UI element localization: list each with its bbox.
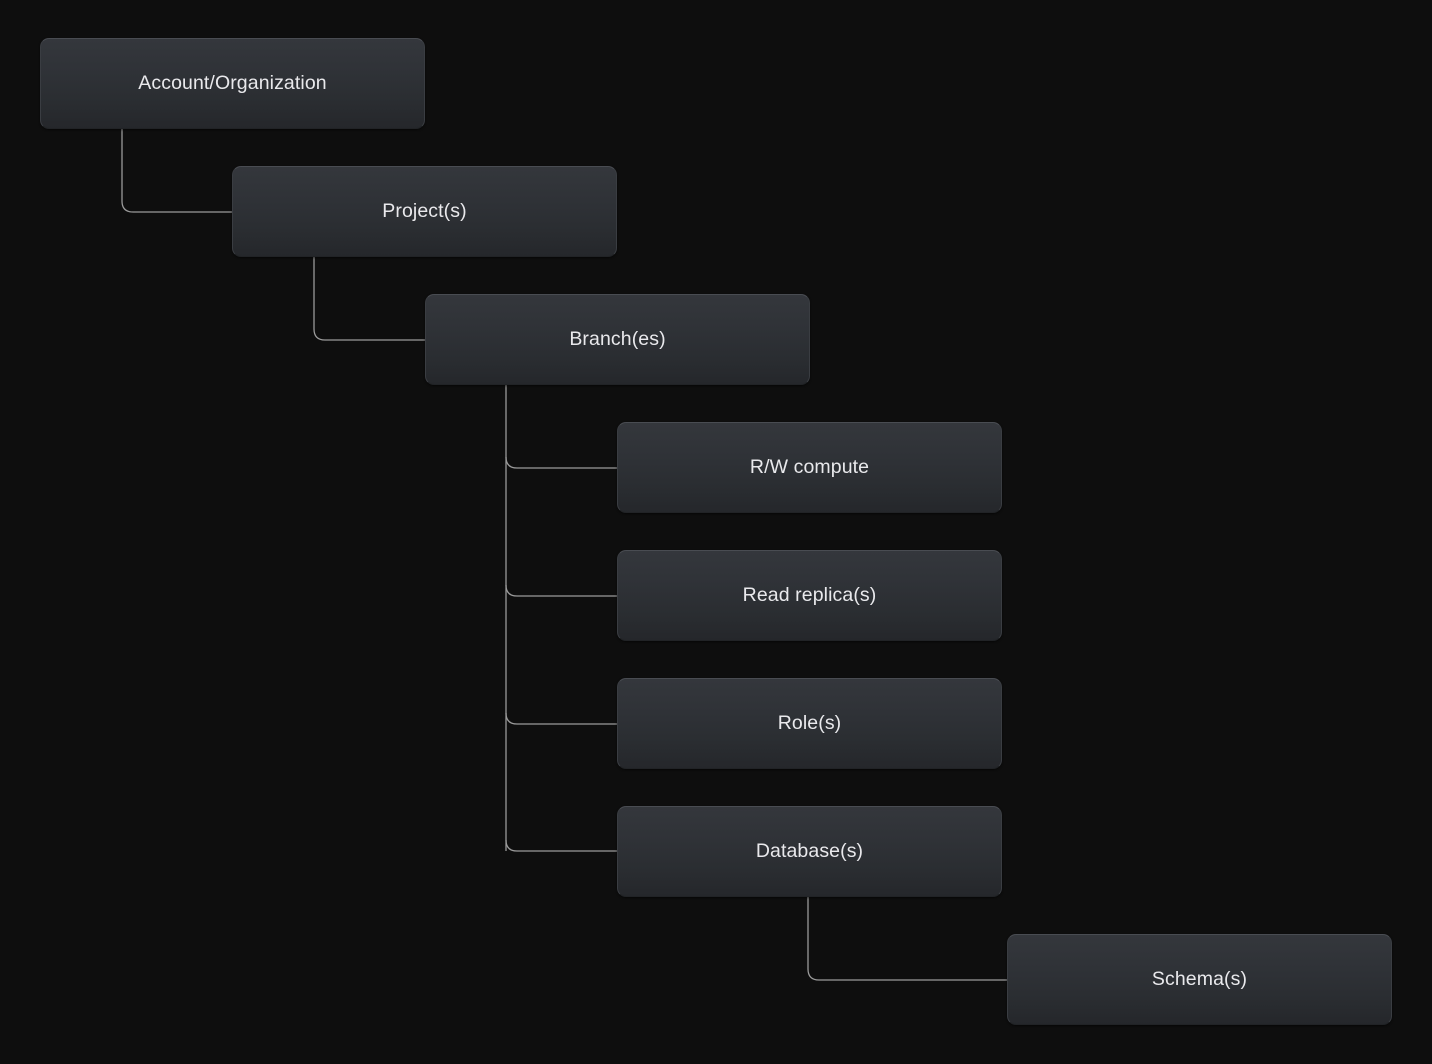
node-read-replica[interactable]: Read replica(s): [617, 550, 1002, 641]
edge-database-schema: [807, 897, 1007, 981]
node-label: Branch(es): [569, 327, 666, 350]
node-label: Read replica(s): [742, 583, 877, 606]
edge-branch-database: [505, 839, 617, 852]
node-role[interactable]: Role(s): [617, 678, 1002, 769]
node-project[interactable]: Project(s): [232, 166, 617, 257]
edge-branch-rw-compute: [505, 456, 617, 469]
edge-branch-read-replica: [505, 584, 617, 597]
node-label: Database(s): [755, 839, 864, 862]
node-account-organization[interactable]: Account/Organization: [40, 38, 425, 129]
node-label: R/W compute: [749, 455, 870, 478]
node-schema[interactable]: Schema(s): [1007, 934, 1392, 1025]
edge-branch-role: [505, 712, 617, 725]
node-branch[interactable]: Branch(es): [425, 294, 810, 385]
node-label: Project(s): [382, 199, 467, 222]
node-label: Role(s): [777, 711, 842, 734]
edge-account-project: [121, 129, 232, 213]
edge-project-branch: [313, 257, 425, 341]
node-database[interactable]: Database(s): [617, 806, 1002, 897]
node-label: Schema(s): [1151, 967, 1248, 990]
node-rw-compute[interactable]: R/W compute: [617, 422, 1002, 513]
node-label: Account/Organization: [138, 71, 327, 94]
